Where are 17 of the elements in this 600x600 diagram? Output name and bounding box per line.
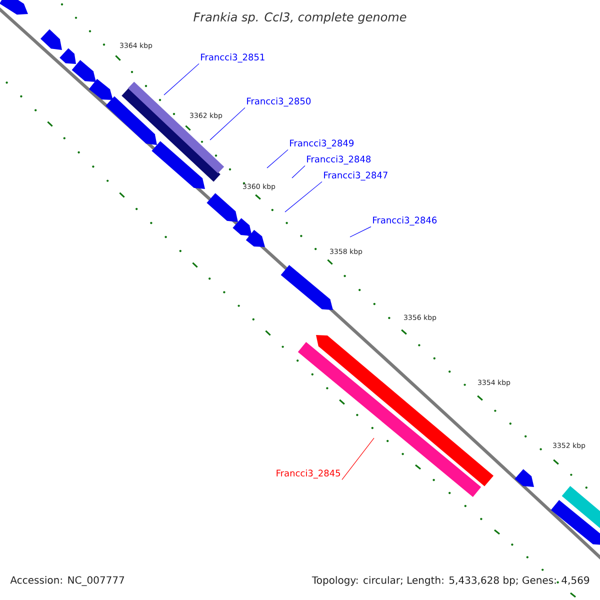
gene-label: Francci3_2850 — [247, 98, 311, 106]
leader-line — [284, 181, 322, 212]
gene-label: Francci3_2849 — [290, 140, 354, 148]
leader-line — [292, 165, 306, 178]
gene-label: Francci3_2848 — [307, 156, 371, 164]
gene-label: Francci3_2851 — [201, 54, 264, 62]
title: Frankia sp. Ccl3, complete genome — [194, 12, 406, 24]
leader-line — [350, 226, 372, 238]
leader-line — [210, 107, 246, 140]
gene-label: Francci3_2845 — [276, 470, 340, 478]
leader-line — [266, 149, 288, 168]
footer-text: Accession: NC_007777 — [10, 576, 124, 586]
leader-line — [164, 63, 200, 96]
gene-label: Francci3_2847 — [324, 172, 388, 180]
footer-text: Topology: circular; Length: 5,433,628 bp; Genes: 4,569 — [312, 576, 590, 586]
gene-label: Francci3_2846 — [373, 216, 437, 226]
leader-line — [342, 438, 374, 480]
